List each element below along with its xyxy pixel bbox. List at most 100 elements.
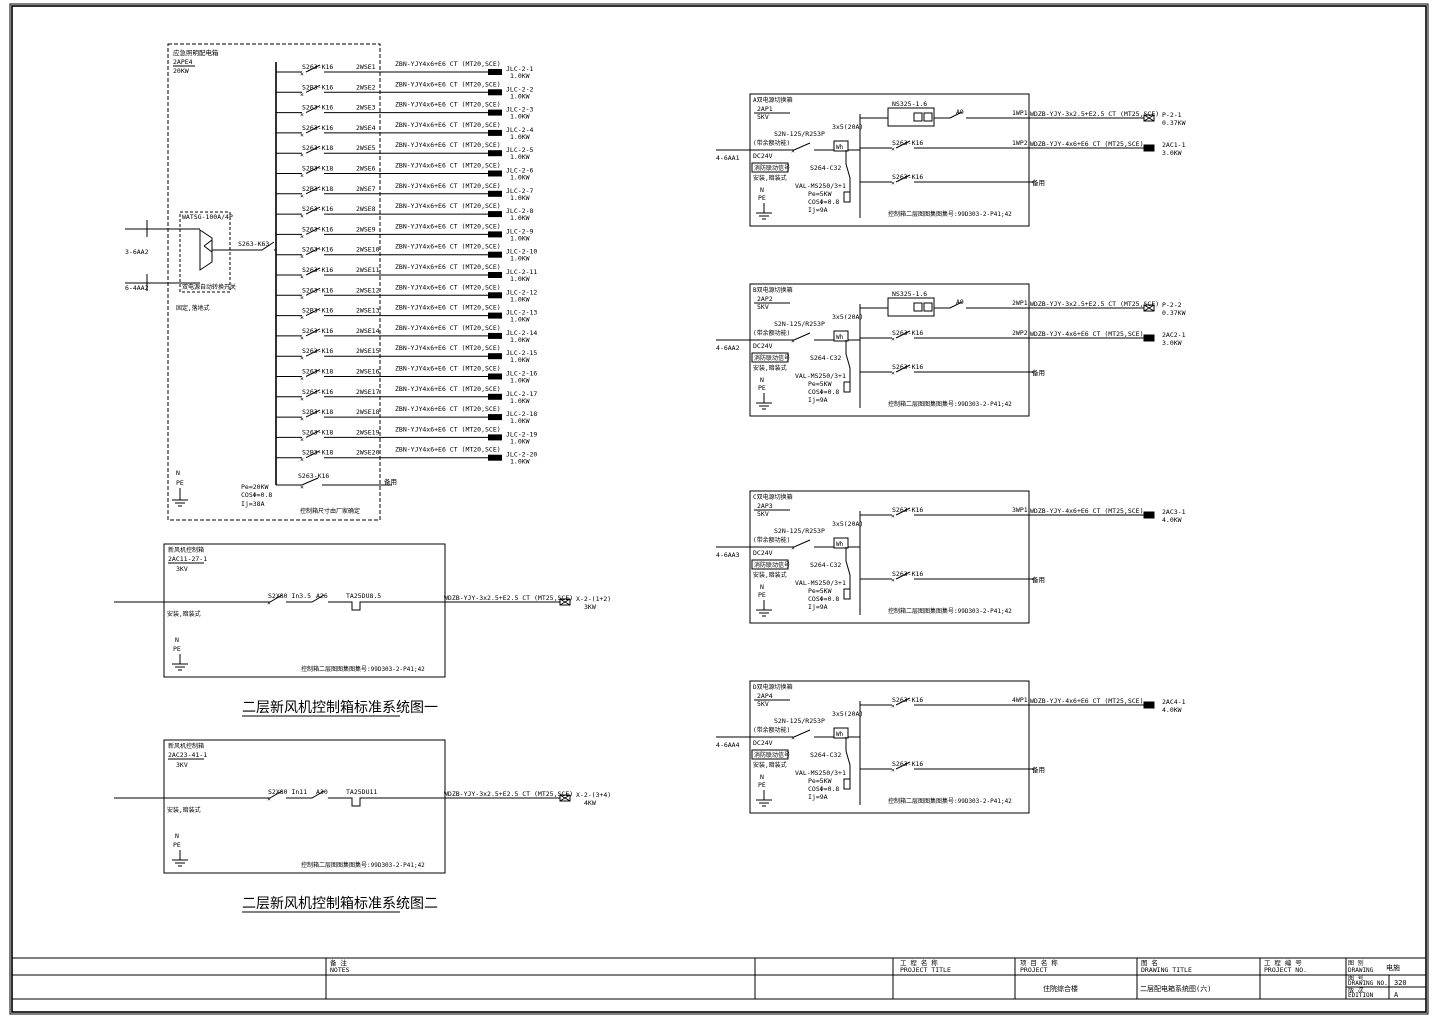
surge-protector-label: VAL-MS250/3+1	[795, 372, 846, 380]
circuit-id: 2WP2	[1012, 329, 1028, 337]
breaker-mark: ×	[300, 212, 304, 220]
ij-value: Ij=38A	[241, 500, 265, 508]
notes-en: NOTES	[330, 966, 350, 974]
light-fixture-icon	[488, 231, 502, 238]
light-fixture-icon	[488, 434, 502, 441]
device-id: JLC-2-20	[506, 451, 537, 459]
box-code: 2AC11-27-1	[168, 555, 207, 563]
plc-label: (带余额功能)	[753, 726, 790, 734]
breaker-icon	[305, 348, 321, 357]
device-power: 1.0KW	[510, 72, 530, 80]
main-breaker-label: S2N-125/R253P	[774, 527, 825, 535]
spare-breaker-icon	[895, 571, 1034, 580]
circuit-id: 2WSE11	[356, 266, 380, 274]
device-id: JLC-2-2	[506, 85, 533, 93]
light-fixture-icon	[488, 312, 502, 319]
standard-note: 控制箱二层图图集图集号:99D303-2-P41;42	[888, 210, 1012, 218]
discipline-en: DRAWING	[1348, 967, 1374, 974]
device-id: JLC-2-6	[506, 167, 533, 175]
device-id: JLC-2-10	[506, 248, 537, 256]
breaker-label: S263-K18	[302, 428, 333, 436]
breaker-label: S2B3-K18	[302, 449, 333, 457]
outer-border	[9, 3, 1429, 1015]
circuit-id: 2WSE8	[356, 205, 376, 213]
cable-spec: ZBN-YJY4x6+E6 CT (MT20,SCE)	[395, 162, 501, 170]
device-power: 0.37KW	[1162, 119, 1186, 127]
breaker-icon	[305, 84, 321, 93]
meter-icon	[833, 140, 849, 152]
surge-protector-label: VAL-MS250/3+1	[795, 769, 846, 777]
box-outline	[749, 283, 1030, 417]
pe-label: PE	[758, 781, 766, 789]
n-label: N	[175, 832, 179, 840]
breaker-icon	[305, 287, 321, 296]
breaker-mark: ×	[300, 415, 304, 423]
light-fixture-icon	[488, 129, 502, 136]
relay-label: TA25DU8.5	[346, 592, 381, 600]
breaker-icon	[305, 105, 321, 114]
meter-label: 3x5(20A)	[832, 313, 863, 321]
cos-value: COSΦ=0.8	[808, 388, 839, 396]
spare-breaker-label: S263-K16	[892, 760, 923, 768]
breaker-label: S263-K16	[302, 347, 333, 355]
cable-spec: ZBN-YJY4x6+E6 CT (MT20,SCE)	[395, 60, 501, 68]
project-title-en: PROJECT TITLE	[900, 966, 951, 974]
main-breaker-icon	[790, 332, 834, 341]
cos-value: COSΦ=0.8	[808, 785, 839, 793]
light-fixture-icon	[488, 454, 502, 461]
ats-note2: 固定,落地式	[176, 304, 210, 312]
circuit-id: 2WSE4	[356, 124, 376, 132]
breaker-mark: ×	[891, 335, 895, 343]
circuit-id: 2WSE18	[356, 408, 380, 416]
pe-label: PE	[758, 384, 766, 392]
cable-spec: WDZB-YJY-4x6+E6 CT (MT25,SCE)	[1030, 330, 1144, 338]
standard-note: 控制箱二层图图集图集号:99D303-2-P41;42	[888, 797, 1012, 805]
contactor-label: A9	[956, 108, 964, 116]
breaker-mark: ×	[891, 576, 895, 584]
breaker-mark: ×	[300, 70, 304, 78]
project-cn: 项 目 名 称	[1020, 958, 1058, 967]
device-id: JLC-2-8	[506, 207, 533, 215]
breaker-label: S263-K16	[302, 104, 333, 112]
mount-label: 安装,暗装式	[753, 571, 787, 579]
breaker-icon	[305, 247, 321, 256]
box-header: D双电源切换箱	[753, 683, 793, 691]
box-power: 3KV	[176, 761, 188, 769]
box-header: C双电源切换箱	[753, 493, 793, 501]
drawing-no-value: 320	[1394, 979, 1407, 987]
cable-spec: ZBN-YJY4x6+E6 CT (MT20,SCE)	[395, 324, 501, 332]
n-label: N	[176, 469, 180, 477]
breaker-label: S263-K16	[892, 506, 923, 514]
fan-load-icon	[1143, 114, 1155, 122]
breaker-mark: ×	[300, 435, 304, 443]
breaker-label: S263-K18	[302, 144, 333, 152]
panel-code: 2APE4	[173, 58, 193, 66]
device-power: 0.37KW	[1162, 309, 1186, 317]
device-id: JLC-2-5	[506, 146, 533, 154]
light-fixture-icon	[488, 89, 502, 96]
device-power: 1.0KW	[510, 133, 530, 141]
pe-value: Pe=20KW	[241, 483, 268, 491]
main-breaker-label: S2N-125/R253P	[774, 320, 825, 328]
ns-relay-icon	[923, 112, 933, 122]
ctl-box	[751, 352, 789, 363]
ats-note: 双电源自动转换开关	[182, 283, 236, 291]
project-value: 住院综合楼	[1043, 984, 1078, 993]
light-fixture-icon	[488, 251, 502, 258]
contactor-label: A26	[316, 592, 328, 600]
box-outline	[749, 680, 1030, 814]
box-power: 5KV	[757, 113, 769, 121]
pe-label: PE	[758, 591, 766, 599]
cable-spec: WDZB-YJY-4x6+E6 CT (MT25,SCE)	[1030, 697, 1144, 705]
device-id: JLC-2-11	[506, 268, 537, 276]
spare-label: 备用	[1032, 765, 1045, 774]
box-power: 5KV	[757, 510, 769, 518]
load-box-icon	[1143, 144, 1155, 152]
light-fixture-icon	[488, 109, 502, 116]
device-id: 2AC1-1	[1162, 141, 1186, 149]
breaker-icon	[305, 166, 321, 174]
device-power: 1.0KW	[510, 417, 530, 425]
circuit-id: 2WSE17	[356, 388, 380, 396]
